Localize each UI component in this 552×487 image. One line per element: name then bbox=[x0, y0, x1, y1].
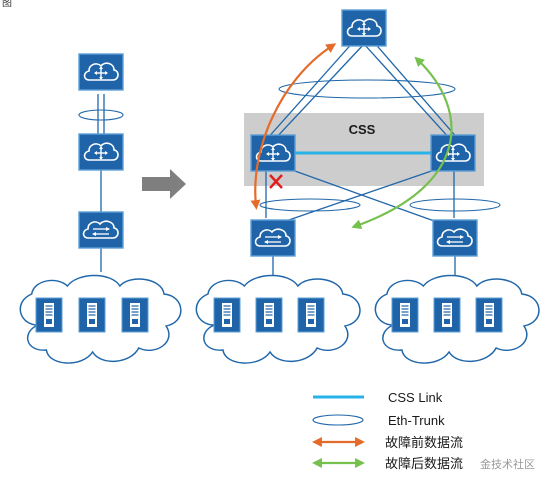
right-core-router-icon bbox=[341, 9, 387, 47]
left-server-3 bbox=[121, 297, 149, 333]
right-right-server-3 bbox=[475, 297, 503, 333]
left-topology bbox=[19, 53, 182, 364]
left-core-router-icon bbox=[78, 53, 124, 91]
right-left-server-1 bbox=[213, 297, 241, 333]
legend-after-fault-label: 故障后数据流 bbox=[385, 457, 463, 472]
legend-eth-trunk-swatch bbox=[312, 414, 364, 426]
right-left-server-2 bbox=[255, 297, 283, 333]
left-eth-trunk bbox=[78, 109, 124, 121]
right-right-server-2 bbox=[433, 297, 461, 333]
right-access-switch-left-icon bbox=[250, 219, 296, 257]
legend-css-link-label: CSS Link bbox=[388, 390, 443, 405]
css-box-label: CSS bbox=[349, 122, 376, 137]
core-eth-trunk bbox=[278, 79, 456, 99]
right-left-server-3 bbox=[297, 297, 325, 333]
legend: CSS Link Eth-Trunk 故障前数据流 故障后数据流 bbox=[312, 390, 463, 472]
legend-eth-trunk-label: Eth-Trunk bbox=[388, 413, 445, 428]
left-server-2 bbox=[78, 297, 106, 333]
legend-before-fault-label: 故障前数据流 bbox=[385, 435, 463, 451]
corner-mark: 图 bbox=[2, 0, 12, 9]
css-member-right-router-icon bbox=[430, 134, 476, 172]
right-right-server-1 bbox=[391, 297, 419, 333]
after-fault-flow-arrow bbox=[351, 56, 453, 229]
right-topology: CSS bbox=[195, 9, 540, 364]
left-access-switch-icon bbox=[78, 211, 124, 249]
access-right-eth-trunk bbox=[409, 198, 501, 212]
left-agg-router-icon bbox=[78, 133, 124, 171]
transition-arrow-icon bbox=[142, 169, 186, 199]
watermark-text: 金技术社区 bbox=[480, 457, 535, 471]
before-fault-flow-arrow bbox=[250, 43, 337, 210]
access-left-eth-trunk bbox=[259, 198, 361, 212]
left-server-1 bbox=[35, 297, 63, 333]
right-access-switch-right-icon bbox=[432, 219, 478, 257]
